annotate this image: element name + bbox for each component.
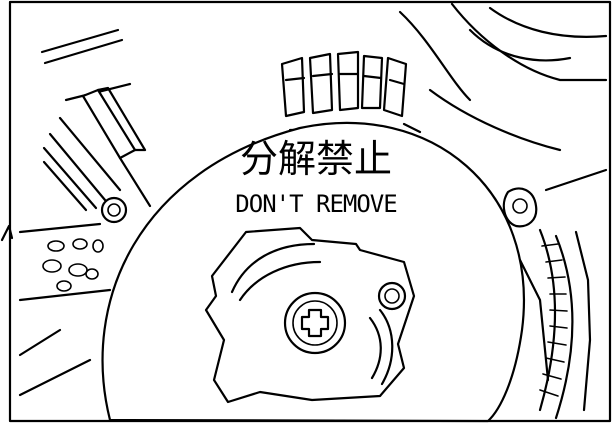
- screw-head-icon: [283, 291, 347, 355]
- arrow-tip-icon: [0, 224, 14, 242]
- right-ribbed-rim: [518, 228, 592, 420]
- left-arm-part: [42, 86, 152, 212]
- warning-label-english: DON'T REMOVE: [235, 190, 396, 218]
- left-screw: [100, 196, 128, 224]
- upper-left-rails: [40, 28, 132, 102]
- warning-label-japanese: 分解禁止: [240, 137, 392, 181]
- right-screw: [502, 187, 538, 228]
- left-panel: [18, 222, 112, 397]
- right-upper-shell: [398, 2, 608, 192]
- top-vent-fins: [280, 50, 422, 134]
